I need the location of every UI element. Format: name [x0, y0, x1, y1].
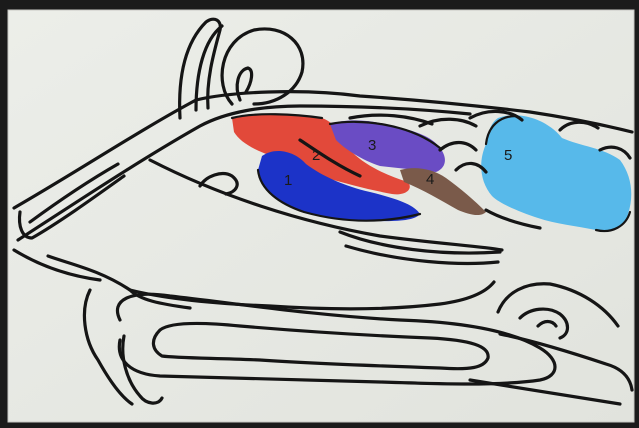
label-1: 1 — [284, 172, 292, 189]
label-4: 4 — [426, 171, 434, 188]
label-5: 5 — [504, 147, 512, 164]
label-3: 3 — [368, 137, 376, 154]
label-2: 2 — [312, 147, 320, 164]
